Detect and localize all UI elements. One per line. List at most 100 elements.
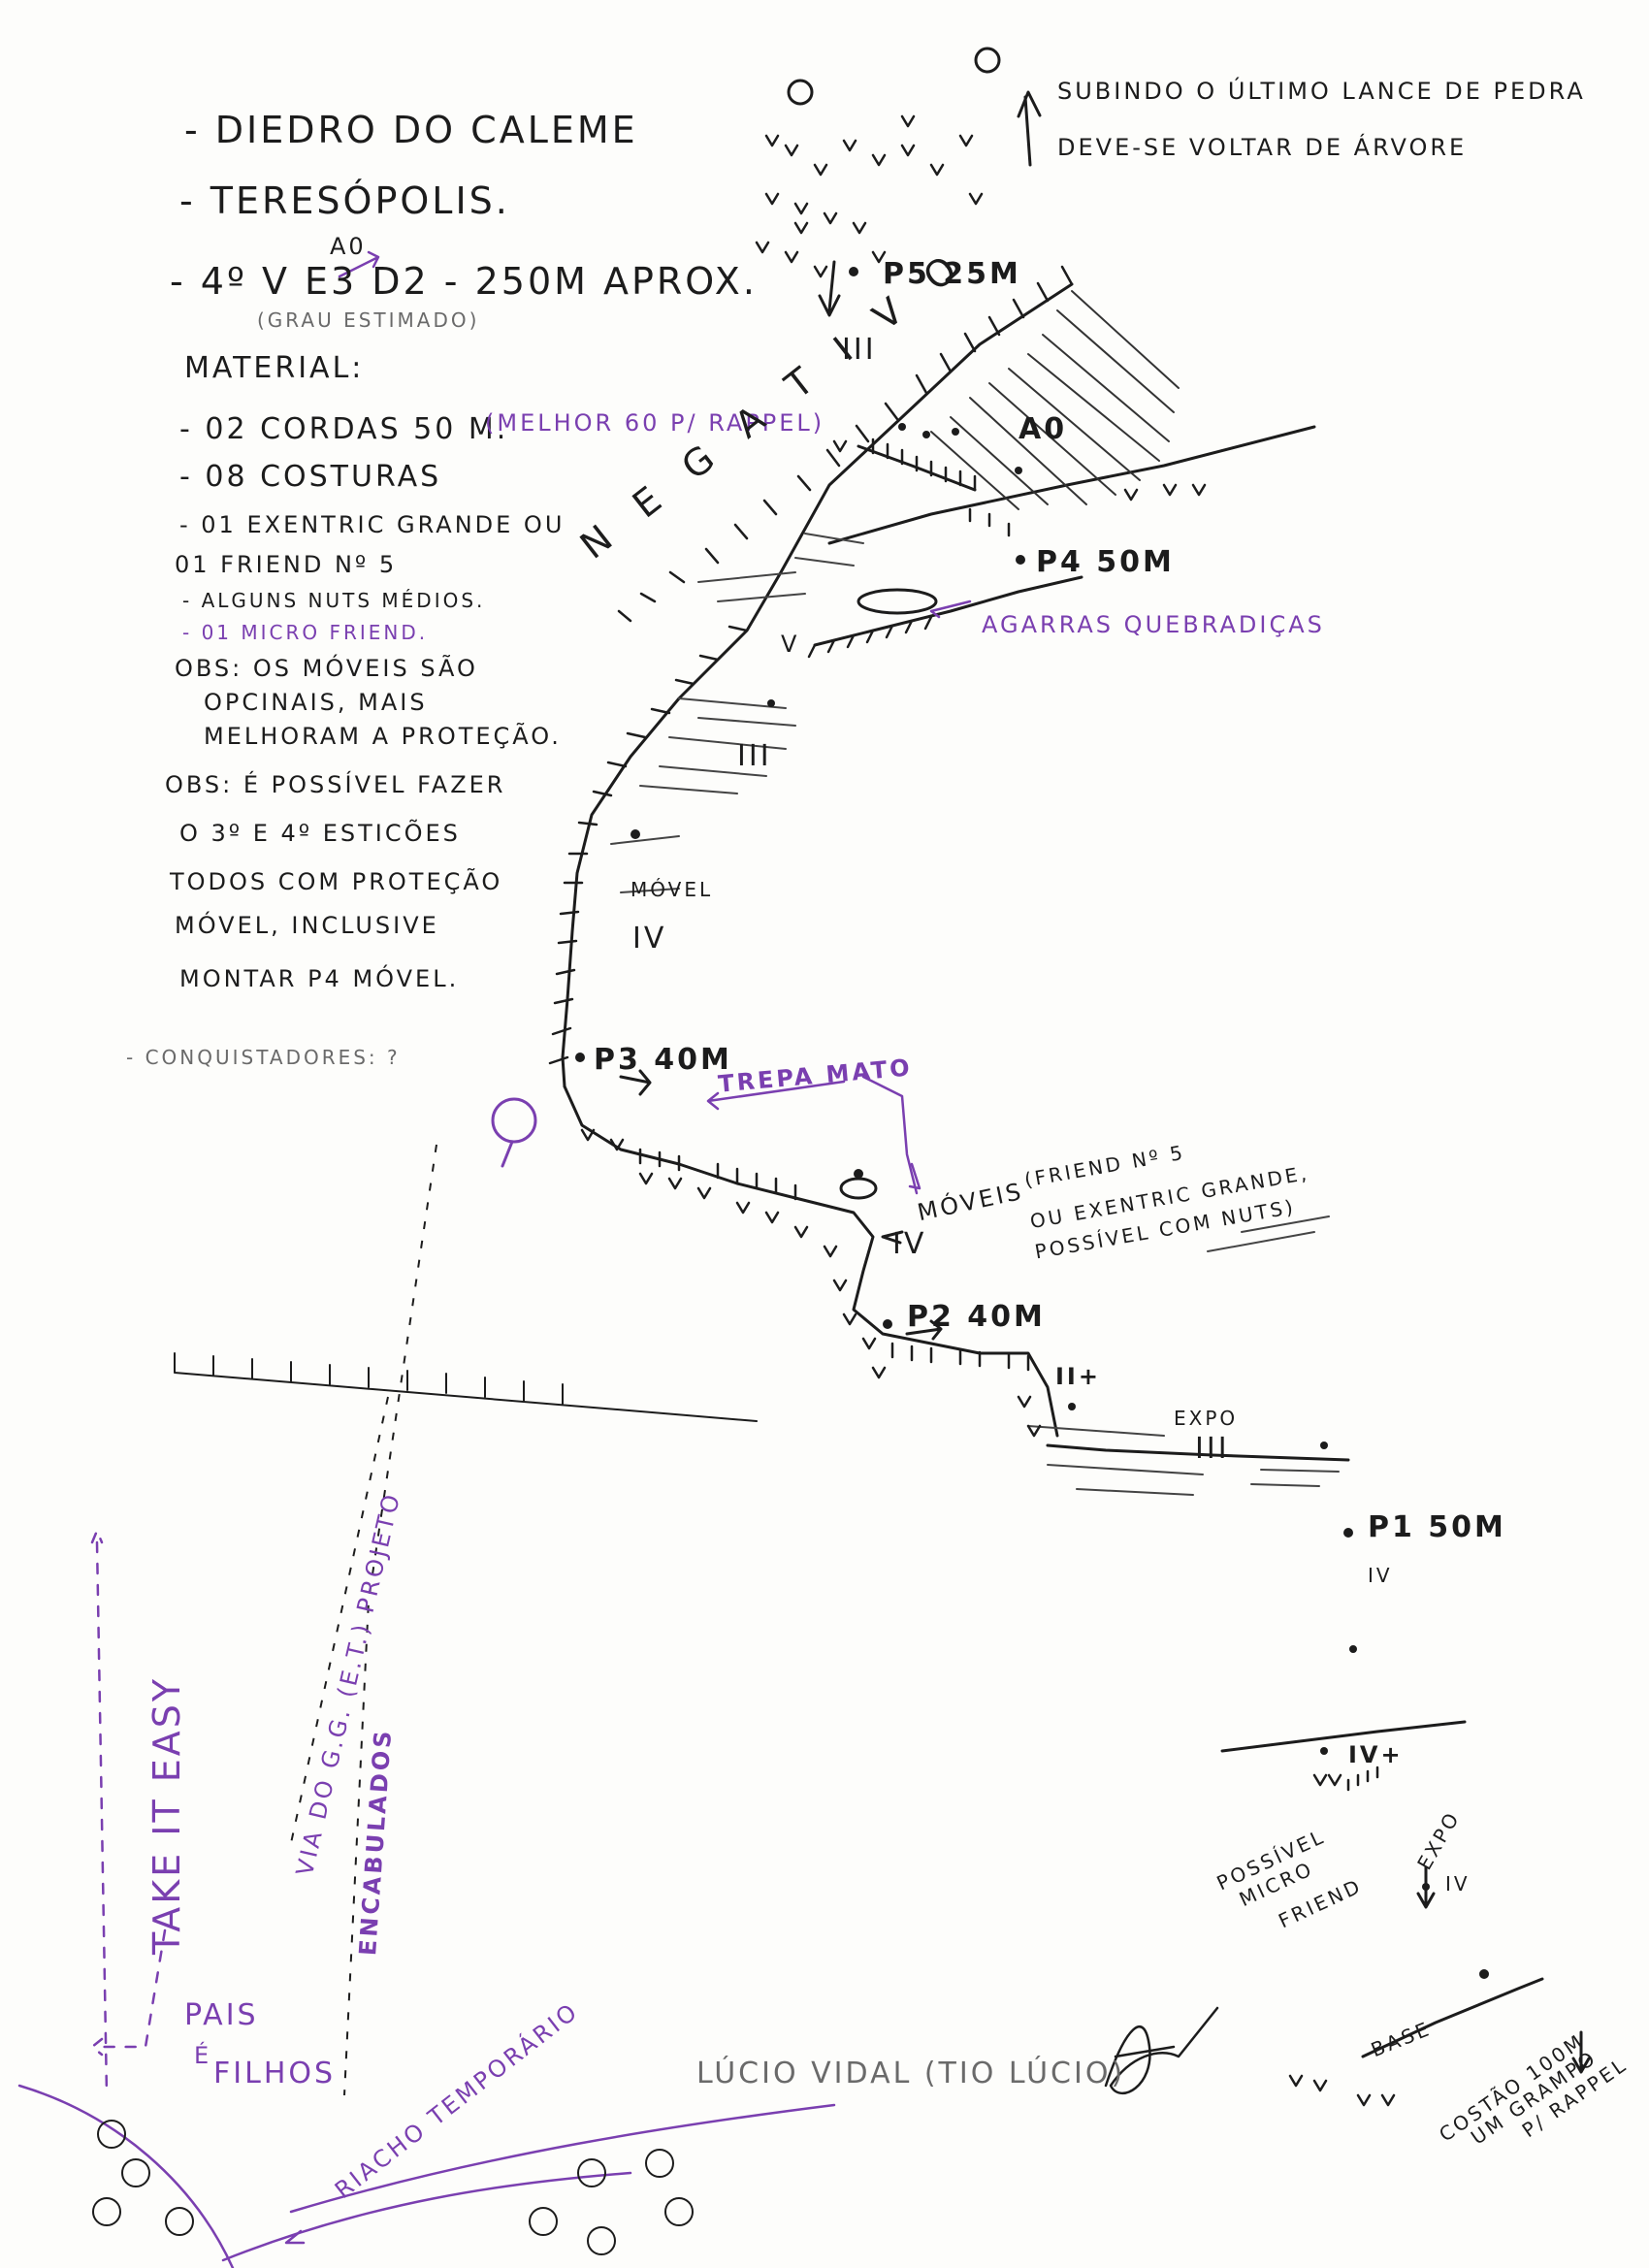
material-item: - 01 MICRO FRIEND. [182,621,429,644]
grade-label: III [1195,1432,1230,1466]
river-bank [221,2103,836,2262]
top-note-line: SUBINDO O ÚLTIMO LANCE DE PEDRA [1057,78,1586,105]
obs-note-2-line: MÓVEL, INCLUSIVE [175,912,439,939]
obs-note-2-line: TODOS COM PROTEÇÃO [170,868,503,895]
location: - TERESÓPOLIS. [179,179,510,222]
material-item: - 02 CORDAS 50 M. [179,412,509,446]
p1-bolt [1343,1528,1353,1538]
move-arrow [881,1230,904,1245]
overhang-roof [857,444,977,492]
p3-bolt [575,1053,585,1062]
bush-icon [645,2149,674,2178]
obs-note-2-line: MONTAR P4 MÓVEL. [179,965,460,992]
bolt [922,431,930,438]
bolt [1320,1442,1328,1449]
p2-bolt [883,1319,892,1329]
material-item: - 01 EXENTRIC GRANDE OU [179,511,566,538]
top-tree-icon-2 [974,47,1001,74]
pais-filhos-line: PAIS [184,1998,259,2032]
grade-label: IV [892,1227,927,1261]
belay-p2: P2 40M [907,1300,1046,1334]
bush-icon [577,2158,606,2187]
grade-label: IV+ [1348,1741,1404,1768]
obs-note-2-line: O 3º E 4º ESTICÕES [179,820,461,847]
route-line [561,282,1074,1088]
bolt [854,1169,863,1179]
author-label: LÚCIO VIDAL (TIO LÚCIO) [696,2057,1126,2090]
ridge-line [827,425,1316,545]
top-tree-icon [787,79,814,106]
obs-note-1-line: OBS: OS MÓVEIS SÃO [175,655,478,682]
top-arrow [1017,90,1042,167]
belay-p3: P3 40M [594,1043,732,1077]
bolt [630,829,640,839]
take-it-easy-label: TAKE IT EASY [146,1675,188,1955]
p5-arrow [818,260,841,317]
grade-label: IV [1368,1564,1393,1587]
bush-icon [92,2197,121,2226]
roof-ticks [871,437,1011,537]
moveis-crag [839,1177,878,1200]
vegetation-marks [580,114,1396,2107]
pais-filhos-line: FILHOS [213,2057,337,2090]
slab-hatching [930,290,1180,510]
movel-label: MÓVEL [630,878,714,901]
material-item: 01 FRIEND Nº 5 [175,551,398,578]
bolt [1422,1883,1430,1891]
grade-label: III [842,333,877,367]
slab-line [1220,1720,1467,1753]
grade-note: (GRAU ESTIMADO) [257,308,480,332]
bolt [898,423,906,431]
bush-icon [664,2197,694,2226]
face-hatching [548,265,1074,1065]
trepa-mato-arrow [706,1075,922,1195]
bolt [1068,1403,1076,1410]
top-note-line: DEVE-SE VOLTAR DE ÁRVORE [1057,134,1468,161]
grade-arrow [338,250,380,278]
agarras-arrow [929,599,972,619]
grade-label: IV [1445,1872,1471,1895]
ledge-line-lower [1046,1443,1350,1462]
obs-note-1-line: OPCINAIS, MAIS [204,689,428,716]
grade-label: V [781,631,800,658]
bush-icon [587,2226,616,2255]
material-item: - ALGUNS NUTS MÉDIOS. [182,589,486,612]
bush-icon [165,2207,194,2236]
river-arrow [284,2229,306,2245]
conquistadores: - CONQUISTADORES: ? [126,1046,401,1069]
belay-p4: P4 50M [1036,545,1175,579]
pais-filhos-line: É [194,2042,212,2069]
bolt [1015,467,1022,474]
bush-icon [121,2158,150,2187]
tree-icon [491,1097,537,1144]
ground-strip [174,1352,758,1422]
bolt [1349,1645,1357,1653]
belay-p1: P1 50M [1368,1510,1506,1544]
route-name: - DIEDRO DO CALEME [184,109,638,151]
belay-p5: P5 25M [883,257,1021,291]
p4-bolt [1016,555,1025,565]
rope-note: (MELHOR 60 P/ RAPPEL) [485,409,825,437]
grade-label: IV [632,922,667,956]
bolt [952,428,959,436]
p5-bolt [849,267,858,276]
obs-note-1-line: MELHORAM A PROTEÇÃO. [204,723,562,750]
tree-trunk [501,1140,514,1168]
base-line [1361,1977,1544,2058]
agarras-label: AGARRAS QUEBRADIÇAS [982,611,1325,638]
material-title: MATERIAL: [184,351,365,385]
base-bolt [1479,1969,1489,1979]
grade-line: - 4º V E3 D2 - 250M APROX. [170,260,758,303]
grade-superscript: A0 [330,233,367,260]
cliff-arc [17,2084,235,2268]
lower-ticks [638,1148,1379,1792]
grade-label: III [737,739,772,773]
pais-filhos-trail [90,1928,167,2057]
shading-strokes [610,533,1340,1496]
rappel-arrow [1571,2030,1591,2074]
grade-label: II+ [1055,1363,1101,1390]
p3-arrow [619,1069,652,1096]
bush-icon [97,2120,126,2149]
